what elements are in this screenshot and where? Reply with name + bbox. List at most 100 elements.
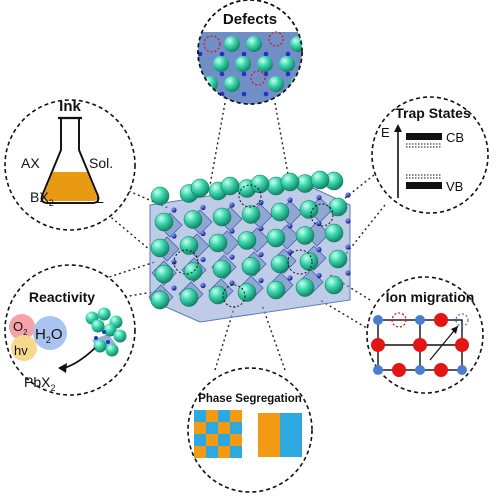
h2o-label: H2O [35, 326, 63, 345]
defect-lattice-anion [285, 51, 291, 57]
a-site-atom [190, 178, 210, 198]
defect-lattice-anion [241, 91, 247, 97]
x-site-atom [200, 282, 206, 289]
ink-label-sol: Sol. [89, 155, 113, 171]
a-site-atom [270, 202, 290, 222]
defect-lattice-anion [198, 51, 203, 57]
o2-bubble [9, 314, 35, 340]
x-site-atom [287, 249, 293, 255]
defect-lattice-anion [241, 71, 247, 77]
a-site-atom [328, 197, 348, 217]
highlight-ring [222, 284, 246, 308]
a-site-atom [324, 275, 344, 295]
defect-lattice-atom [224, 76, 240, 92]
x-site-atom [171, 207, 177, 213]
checker-cell [206, 446, 218, 458]
mini-anion [106, 340, 110, 344]
migration-arrowhead [451, 326, 458, 334]
highlight-ring [238, 184, 262, 208]
a-site-atom [241, 205, 261, 224]
a-site-atom [208, 233, 228, 253]
trap-states-title: Trap States [395, 105, 471, 121]
x-site-atom [316, 272, 322, 279]
product-label: PbX2 [24, 374, 55, 393]
a-site-atom [280, 172, 300, 192]
mini-crystal [85, 307, 127, 357]
phase-segregation-title: Phase Segregation [198, 393, 302, 405]
valence-band [406, 182, 442, 189]
ink-label-l: L [96, 190, 104, 206]
a-site-atom [237, 283, 257, 302]
x-site-atom [229, 228, 235, 234]
defect-lattice-anion [219, 51, 225, 57]
a-site-atom [179, 288, 199, 307]
mixed-phase-checkerboard [194, 410, 242, 458]
checker-cell [230, 434, 242, 446]
ink-label-ax: AX [21, 155, 40, 171]
a-site-atom [237, 231, 257, 250]
x-site-atom [200, 230, 206, 237]
a-site-atom [183, 262, 203, 281]
defect-lattice-atom [279, 56, 295, 72]
checker-cell [206, 410, 218, 422]
vacancy-marker [203, 35, 221, 53]
vacancy-marker [455, 313, 469, 327]
x-site-atom [287, 275, 293, 281]
checker-cell [218, 434, 230, 446]
a-site-atom [220, 176, 240, 196]
defect-lattice-anion [241, 51, 247, 57]
vacancy-marker [268, 31, 284, 47]
checker-cell [194, 446, 206, 458]
ink-panel: Ink AX Sol. BX2 L [4, 98, 136, 231]
a-site-atom [250, 174, 270, 194]
reactivity-panel: Reactivity O2 hv H2O PbX2 [4, 264, 136, 396]
a-site-atom [295, 278, 315, 297]
h2o-bubble [33, 316, 67, 350]
a-site-atom [266, 280, 286, 300]
defects-title: Defects [223, 11, 277, 28]
checker-cell [230, 422, 242, 434]
checker-cell [230, 446, 242, 458]
reactivity-title: Reactivity [29, 289, 95, 305]
x-site-atom [258, 199, 264, 206]
x-site-atom [258, 225, 264, 232]
checker-cell [218, 410, 230, 422]
x-site-atom [229, 280, 235, 286]
defect-lattice-atom [224, 36, 240, 52]
vb-label: VB [446, 179, 463, 194]
energy-axis-arrow [394, 124, 402, 132]
defect-lattice-atom [213, 56, 229, 72]
defect-lattice-anion [219, 71, 225, 77]
conduction-band [406, 133, 442, 140]
a-site-atom [324, 223, 344, 243]
a-site-atom [154, 212, 174, 232]
a-site-atom [299, 200, 319, 219]
defect-lattice-atom [235, 56, 251, 72]
defect-lattice-atom [246, 36, 262, 52]
a-site-atom [150, 186, 170, 206]
o2-label: O2 [13, 319, 28, 337]
mini-anion [94, 336, 98, 340]
checker-cell [194, 410, 206, 422]
migration-path [429, 325, 459, 361]
a-site-atom [150, 290, 170, 310]
checker-cell [206, 422, 218, 434]
highlight-ring [310, 203, 334, 227]
x-site-atom [287, 197, 293, 203]
hv-bubble [11, 335, 37, 361]
ink-label-bx: BX2 [30, 189, 54, 208]
mini-atom [113, 329, 127, 343]
segregated-phase-block [258, 413, 302, 457]
trap-states-panel: Trap States E CB VB [371, 96, 489, 214]
checker-cell [218, 446, 230, 458]
defect-lattice-atom [301, 56, 302, 72]
x-site-atom [229, 202, 235, 208]
mini-atom [105, 343, 119, 357]
defect-lattice-anion [308, 52, 313, 57]
highlight-ring [287, 249, 313, 275]
x-site-atom [316, 246, 322, 253]
x-site-atom [345, 270, 351, 276]
defect-lattice-anion [263, 91, 269, 97]
a-site-atom [154, 264, 174, 284]
